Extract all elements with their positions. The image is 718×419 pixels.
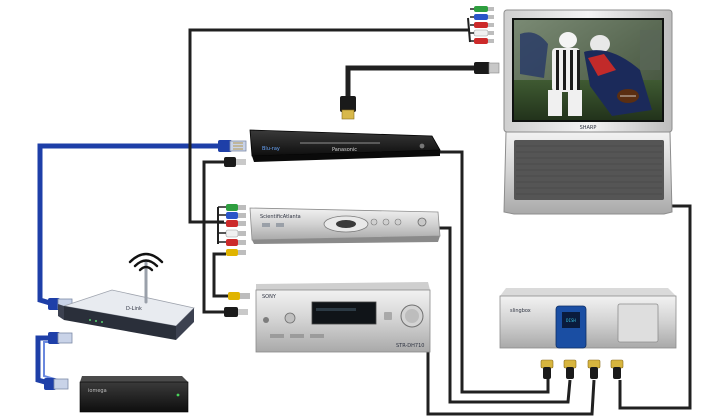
satellite-brand-label: ScientificAtlanta bbox=[260, 214, 301, 220]
rca-plug-icon bbox=[224, 157, 246, 167]
rca-plug-icon bbox=[224, 307, 248, 317]
cables bbox=[35, 28, 692, 416]
rj45-plug-icon bbox=[44, 378, 69, 390]
component-plug-cluster-icon bbox=[217, 204, 246, 256]
audio-cable-satellite-to-receiver bbox=[212, 252, 230, 298]
component-cable-tv-to-satellite bbox=[188, 28, 470, 224]
receiver-input-selector-knob[interactable] bbox=[284, 312, 296, 324]
router-brand-label: D-Link bbox=[126, 306, 142, 312]
output-cable-receiver-to-switch bbox=[426, 348, 596, 416]
bluray-player[interactable]: Blu-ray Panasonic bbox=[249, 129, 441, 162]
gold-plug-icon bbox=[610, 359, 624, 379]
satellite-power-button[interactable] bbox=[417, 217, 427, 227]
hub-lcd-label: DISH bbox=[566, 318, 576, 323]
rca-plug-icon bbox=[228, 292, 250, 300]
rj45-plug-icon bbox=[218, 140, 247, 152]
receiver-display bbox=[311, 301, 377, 325]
tv-speaker-grille bbox=[516, 145, 662, 195]
hub-brand-label: slingbox bbox=[510, 308, 531, 314]
gold-plug-icon bbox=[563, 359, 577, 379]
wifi-signal-icon bbox=[128, 252, 164, 272]
bluray-brand-label: Panasonic bbox=[332, 147, 357, 153]
hdmi-plug-icon bbox=[340, 96, 356, 120]
receiver-power-button[interactable] bbox=[263, 317, 269, 323]
rj45-plug-icon bbox=[48, 332, 73, 344]
receiver-brand-label: SONY bbox=[262, 294, 277, 300]
storage-brand-label: iomega bbox=[88, 388, 107, 394]
output-cable-satellite-to-switch bbox=[420, 226, 572, 404]
video-cable-bluray-to-receiver bbox=[202, 160, 226, 314]
network-storage-device[interactable]: iomega bbox=[79, 376, 189, 413]
receiver-model-label: STR-DH710 bbox=[396, 343, 424, 349]
network-cable-router-to-bluray bbox=[37, 143, 223, 309]
hub-front-door[interactable] bbox=[617, 303, 659, 343]
gold-plug-icon bbox=[540, 359, 554, 379]
av-receiver[interactable]: SONY STR-DH710 bbox=[255, 282, 431, 353]
hub-lcd-panel: DISH bbox=[555, 305, 587, 349]
network-cable-router-to-storage-b bbox=[43, 341, 63, 381]
component-plug-cluster-icon bbox=[467, 6, 494, 44]
satellite-button[interactable] bbox=[394, 218, 402, 226]
satellite-button[interactable] bbox=[382, 218, 390, 226]
media-hub[interactable]: slingbox DISH bbox=[499, 288, 677, 349]
tv-brand-label: SHARP bbox=[580, 125, 597, 131]
rear-projection-tv[interactable]: SHARP bbox=[503, 9, 673, 215]
gold-plug-icon bbox=[587, 359, 601, 379]
output-cable-switch-to-tv bbox=[618, 204, 692, 410]
hdmi-plug-icon bbox=[474, 62, 500, 74]
connectors bbox=[44, 6, 624, 390]
satellite-button[interactable] bbox=[370, 218, 378, 226]
bluray-logo-label: Blu-ray bbox=[262, 146, 280, 152]
wireless-router[interactable]: D-Link bbox=[58, 252, 195, 340]
satellite-receiver[interactable]: ScientificAtlanta bbox=[249, 207, 441, 244]
output-cable-bluray-to-switch bbox=[438, 150, 550, 394]
tv-screen-football-image-icon bbox=[514, 20, 662, 120]
bluray-power-button[interactable] bbox=[419, 143, 425, 149]
hdmi-cable-tv-to-bluray bbox=[345, 65, 481, 101]
